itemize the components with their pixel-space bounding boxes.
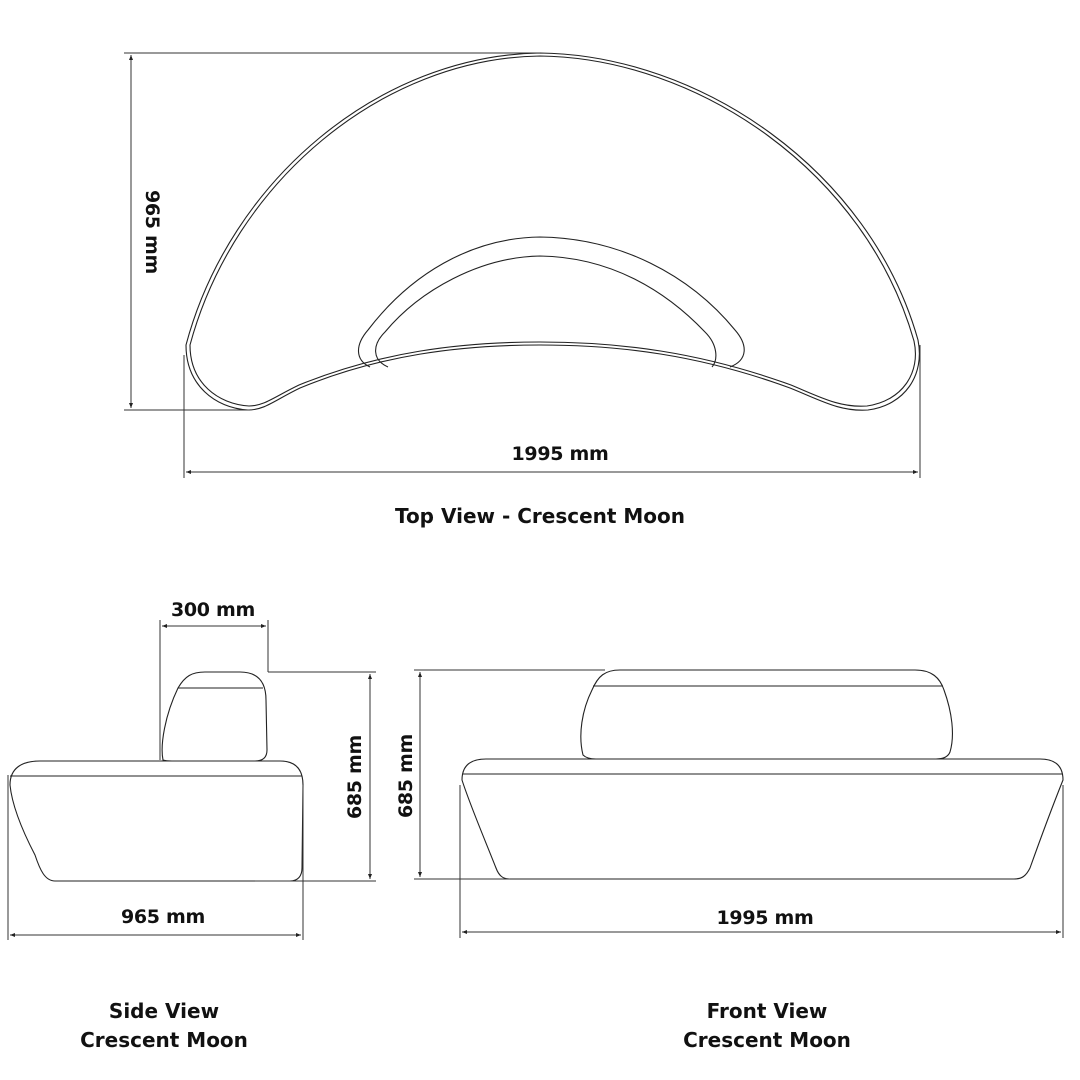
side-backrest-depth-label: 300 mm (170, 599, 256, 621)
front-view-title-line2: Crescent Moon (683, 1028, 851, 1052)
side-view-seat (9, 760, 304, 882)
front-view-backrest (580, 669, 953, 760)
top-width-dimension-label: 1995 mm (511, 443, 609, 465)
top-view-dimensions (124, 52, 921, 478)
top-view-title: Top View - Crescent Moon (394, 504, 686, 528)
side-view-dimensions (7, 620, 376, 940)
top-view-drawing (185, 52, 920, 411)
top-view-backrest-inner (375, 255, 717, 368)
front-view-title: Front View Crescent Moon (657, 997, 877, 1055)
side-view-drawing (9, 671, 304, 882)
top-depth-dimension-label: 965 mm (141, 189, 163, 275)
top-view-backrest-outer (357, 236, 745, 368)
front-width-dimension-label: 1995 mm (716, 907, 814, 929)
front-view-seat (461, 758, 1064, 880)
side-view-title: Side View Crescent Moon (54, 997, 274, 1055)
front-height-dimension-label: 685 mm (395, 733, 417, 819)
side-height-dimension-label: 685 mm (344, 734, 366, 820)
side-view-title-line2: Crescent Moon (80, 1028, 248, 1052)
side-view-backrest (161, 671, 268, 762)
side-depth-dimension-label: 965 mm (120, 906, 206, 928)
side-view-title-line1: Side View (108, 999, 220, 1023)
front-view-title-line1: Front View (706, 999, 828, 1023)
front-view-dimensions (414, 669, 1064, 938)
front-view-drawing (461, 669, 1064, 880)
top-view-outer-outline (185, 52, 920, 411)
